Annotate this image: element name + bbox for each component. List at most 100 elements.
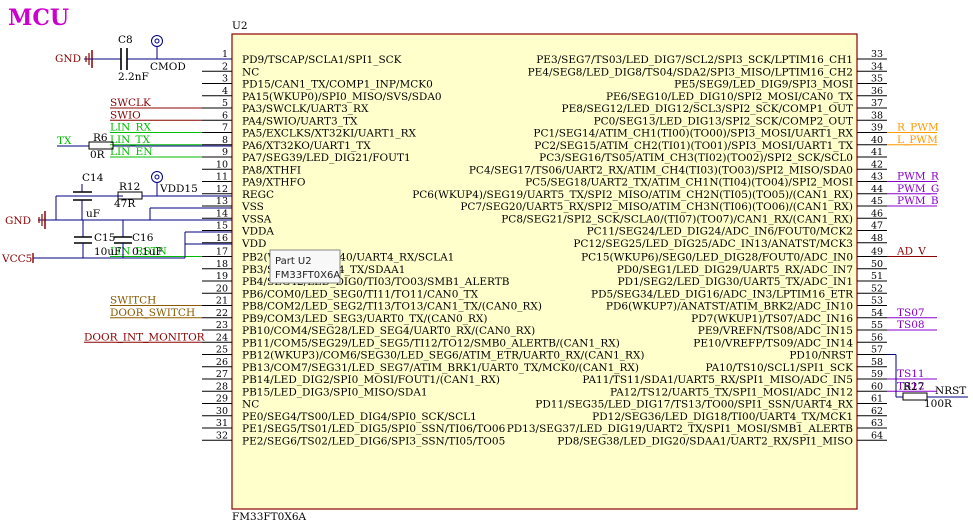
right-pin-46[interactable]: 46PC8/SEG21/SPI2_SCK/SCLA0/(TI07)(TO07)/…: [501, 208, 887, 225]
right-pin-39[interactable]: 39 PC1/SEG14/ATIM_CH1(TI00)(TO00)/SPI3_MO…: [533, 123, 887, 140]
net-label-l-pwm[interactable]: L_PWM: [887, 134, 938, 146]
right-pin-52[interactable]: 52PD5/SEG34/LED_DIG16/ADC_IN3/LPTIM16_ET…: [591, 283, 887, 300]
net-label-ts12[interactable]: TS12: [887, 380, 937, 392]
right-pin-41[interactable]: 41PC3/SEG16/TS05/ATIM_CH3(TI02)(TO02)/SP…: [539, 147, 887, 164]
right-pin-49[interactable]: 49 PC15(WKUP6)/SEG0/LED_DIG28/FOUT0/ADC_I…: [581, 247, 887, 264]
net-label-ts11[interactable]: TS11: [887, 368, 937, 380]
net-label-lin-tx[interactable]: LIN_TX: [110, 134, 202, 146]
net-label-text: LIN_RX: [110, 122, 151, 134]
net-label-swio[interactable]: SWIO: [110, 109, 202, 121]
net-label-swclk[interactable]: SWCLK: [110, 97, 202, 109]
net-label-pwm-b[interactable]: PWM_B: [887, 195, 939, 207]
pin-number: 47: [871, 221, 883, 232]
pin-name: NC: [242, 66, 259, 78]
pin-number: 14: [216, 208, 228, 219]
right-pin-62[interactable]: 62PD12/SEG36/LED_DIG18/TI00/UART4_TX/MCK…: [592, 406, 887, 423]
net-label-ts08[interactable]: TS08: [887, 319, 937, 331]
pin-number: 39: [871, 123, 883, 134]
chip-value: FM33FT0X6A: [232, 511, 307, 523]
pin-name: PB14/LED_DIG2/SPI0_MOSI/FOUT1/(CAN1_RX): [242, 374, 500, 386]
net-label-pwm-g[interactable]: PWM_G: [887, 183, 939, 195]
right-pin-45[interactable]: 45PC7/SEG20/UART5_RX/SPI2_MISO/ATIM_CH3N…: [460, 196, 887, 213]
pin-number: 53: [871, 296, 883, 307]
net-label-door-int-monitor[interactable]: DOOR_INT_MONITOR: [84, 331, 206, 343]
right-pin-44[interactable]: 44PC6(WKUP4)/SEG19/UART5_TX/SPI2_MISO/AT…: [412, 184, 887, 201]
pin-name: NC: [242, 399, 259, 411]
net-label-pwm-r[interactable]: PWM_R: [887, 171, 940, 183]
r6-circuit: TX R6 0R: [57, 132, 232, 161]
right-pin-47[interactable]: 47PC11/SEG24/LED_DIG24/ADC_IN6/FOUT0/MCK…: [587, 221, 887, 238]
net-label-ts07[interactable]: TS07: [887, 307, 937, 319]
net-label-ad-v[interactable]: AD_V: [887, 246, 937, 258]
right-pin-59[interactable]: 59PA11/TS11/SDA1/UART5_RX/SPI1_MISO/ADC_…: [582, 369, 887, 386]
pin-number: 15: [216, 221, 228, 232]
right-pin-37[interactable]: 37PE8/SEG12/LED_DIG12/SCL3/SPI2_SCK/COMP…: [562, 98, 887, 115]
pin-number: 19: [216, 271, 228, 282]
right-pin-48[interactable]: 48PC12/SEG25/LED_DIG25/ADC_IN13/ANATST/M…: [573, 233, 887, 250]
net-label-door-switch[interactable]: DOOR_SWITCH: [110, 307, 202, 319]
right-pin-43[interactable]: 43PC5/SEG18/UART2_TX/ATIM_CH1N(TI04)(TO0…: [525, 172, 887, 189]
right-pin-42[interactable]: 42PC4/SEG17/TS06/UART2_RX/ATIM_CH4(TI03)…: [469, 159, 887, 176]
pin-name: PA3/SWCLK/UART3_RX: [242, 103, 369, 115]
net-label-switch[interactable]: SWITCH: [110, 295, 202, 307]
pin-name: PC15(WKUP6)/SEG0/LED_DIG28/FOUT0/ADC_IN0: [581, 252, 853, 264]
net-label-lin-rx[interactable]: LIN_RX: [110, 122, 202, 134]
right-pin-64[interactable]: 64PD8/SEG38/LED_DIG20/SDAA1/UART2_RX/SPI…: [557, 430, 887, 447]
pin-name: PC1/SEG14/ATIM_CH1(TI00)(TO00)/SPI3_MOSI…: [533, 128, 853, 140]
right-pin-34[interactable]: 34PE4/SEG8/LED_DIG8/TS04/SDA2/SPI3_MISO/…: [528, 61, 887, 78]
right-pin-61[interactable]: 61PD11/SEG35/LED_DIG17/TS13/TO00/SPI1_SS…: [535, 394, 887, 411]
right-pin-33[interactable]: 33PE3/SEG7/TS03/LED_DIG7/SCL2/SPI3_SCK/L…: [536, 49, 887, 66]
pin-name: PC7/SEG20/UART5_RX/SPI2_MISO/ATIM_CH3N(T…: [460, 201, 853, 213]
net-label-lin-en[interactable]: LIN_EN: [110, 146, 202, 158]
pin-name: PC2/SEG15/ATIM_CH2(TI01)(TO01)/SPI3_MOSI…: [534, 140, 853, 152]
net-label-lin-rstn[interactable]: LIN_RSTN: [110, 246, 202, 258]
pin-name: PE3/SEG7/TS03/LED_DIG7/SCL2/SPI3_SCK/LPT…: [536, 54, 853, 66]
pin-number: 49: [871, 247, 883, 258]
right-pin-40[interactable]: 40PC2/SEG15/ATIM_CH2(TI01)(TO01)/SPI3_MO…: [534, 135, 887, 152]
right-pin-63[interactable]: 63PD13/SEG37/LED_DIG19/UART2_TX/SPI1_MOS…: [507, 418, 887, 435]
pin-number: 42: [871, 159, 883, 170]
net-label-r-pwm[interactable]: R_PWM: [887, 122, 939, 134]
